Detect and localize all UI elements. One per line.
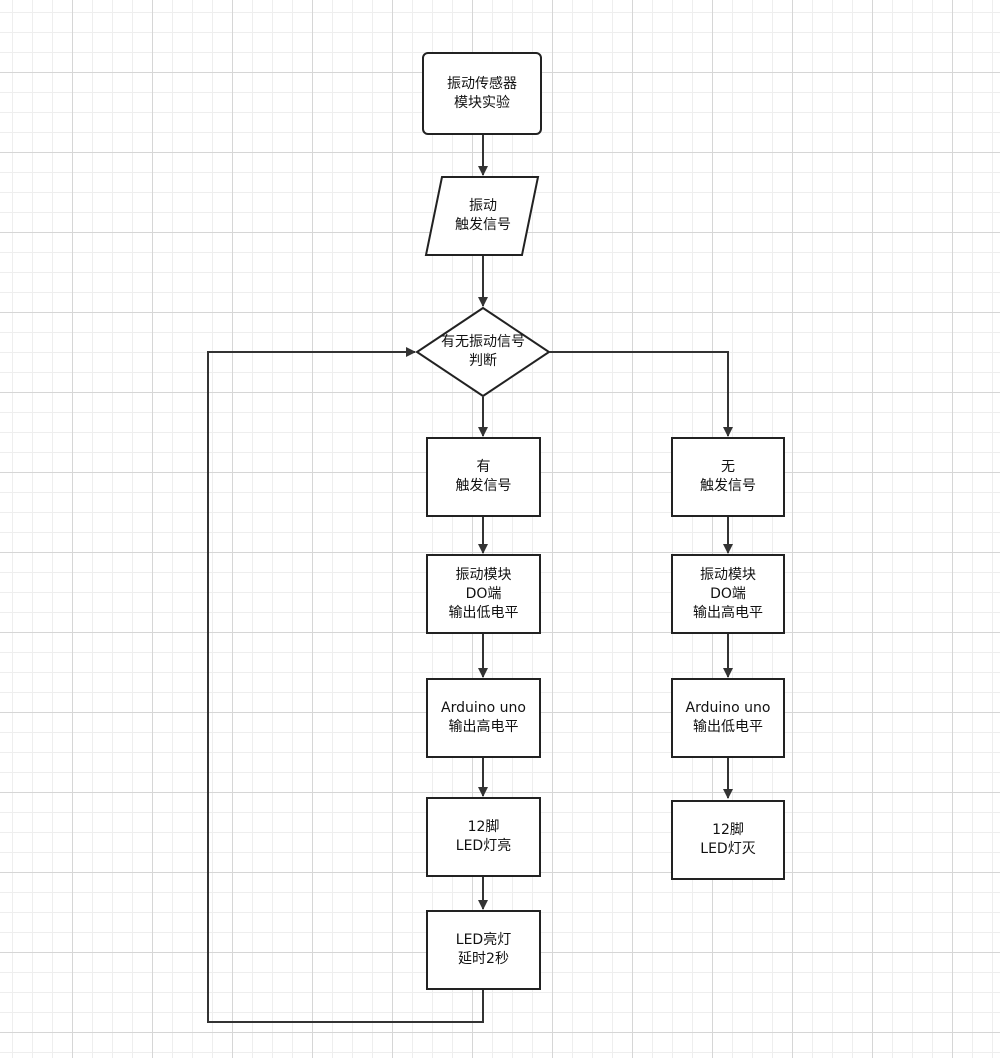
right-trigger-label: 无 触发信号	[700, 459, 756, 494]
left-delay-node: LED亮灯 延时2秒	[426, 910, 541, 990]
start-label: 振动传感器 模块实验	[447, 75, 517, 111]
decision-label: 有无振动信号 判断	[441, 334, 525, 369]
connector-decision-to-right	[549, 351, 733, 437]
right-trigger-node: 无 触发信号	[671, 437, 785, 517]
right-arduino-label: Arduino uno 输出低电平	[685, 700, 771, 735]
right-do-output-node: 振动模块 DO端 输出高电平	[671, 554, 785, 634]
left-do-output-node: 振动模块 DO端 输出低电平	[426, 554, 541, 634]
left-arduino-node: Arduino uno 输出高电平	[426, 678, 541, 758]
input-label: 振动 触发信号	[455, 198, 511, 233]
connector-loop-back	[207, 347, 484, 1023]
left-pin-label: 12脚 LED灯亮	[455, 819, 512, 854]
left-do-output-label: 振动模块 DO端 输出低电平	[448, 566, 519, 621]
right-pin-label: 12脚 LED灯灭	[700, 822, 756, 857]
left-arduino-label: Arduino uno 输出高电平	[441, 700, 526, 735]
decision-shape	[415, 306, 551, 398]
left-delay-label: LED亮灯 延时2秒	[455, 932, 512, 967]
left-trigger-node: 有 触发信号	[426, 437, 541, 517]
start-node: 振动传感器 模块实验	[422, 52, 542, 135]
right-arduino-node: Arduino uno 输出低电平	[671, 678, 785, 758]
input-shape	[424, 176, 540, 256]
right-do-output-label: 振动模块 DO端 输出高电平	[693, 566, 763, 621]
left-trigger-label: 有 触发信号	[455, 459, 512, 494]
left-pin-node: 12脚 LED灯亮	[426, 797, 541, 877]
decision-node: 有无振动信号 判断	[425, 320, 541, 384]
right-pin-node: 12脚 LED灯灭	[671, 800, 785, 880]
input-node: 振动 触发信号	[430, 177, 536, 255]
